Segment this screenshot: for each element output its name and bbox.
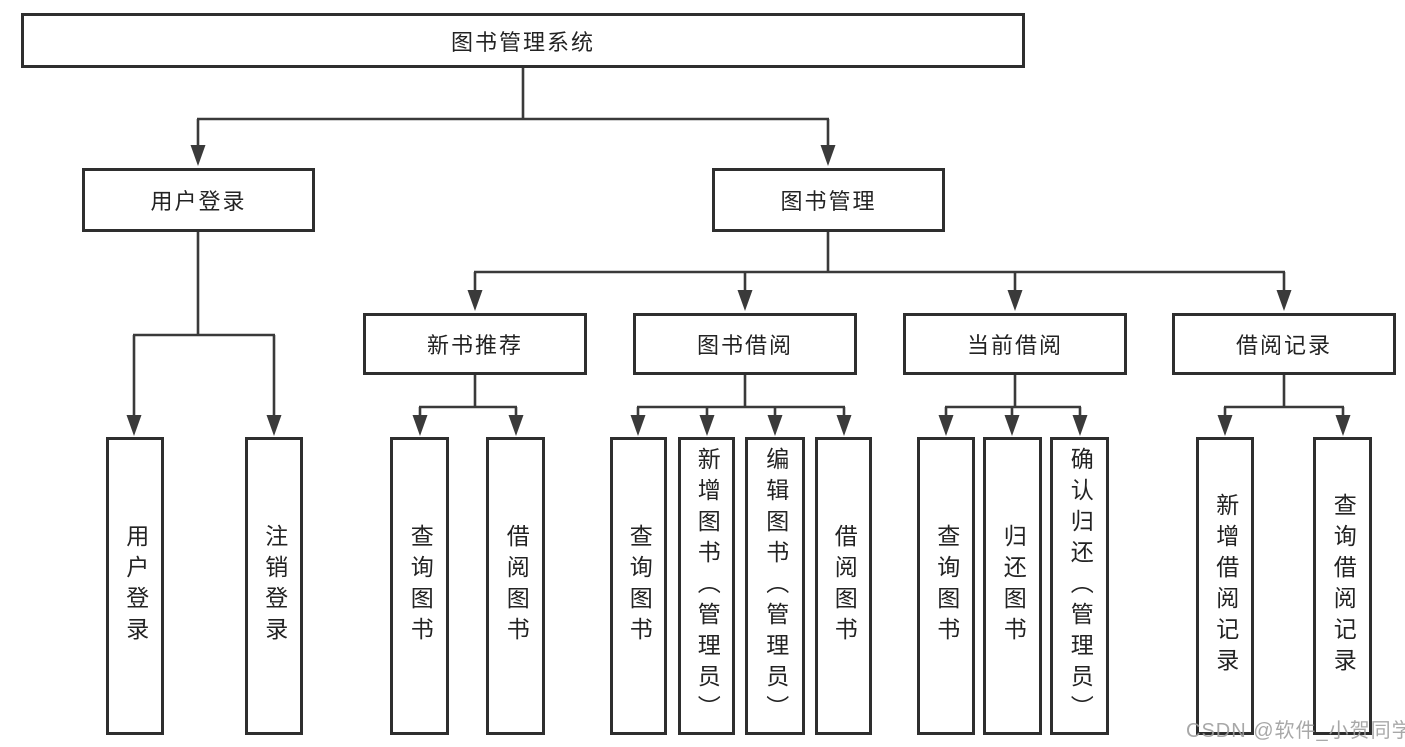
leaf-add-book-admin: 新增图书（管理员）: [678, 437, 735, 735]
node-label: 图书借阅: [696, 333, 793, 358]
node-root-library-system: 图书管理系统: [21, 13, 1025, 68]
node-label: 确认归还（管理员）: [1067, 446, 1094, 726]
node-label: 查询图书: [933, 524, 960, 648]
leaf-query-books-borrowing: 查询图书: [610, 437, 667, 735]
node-label: 新增图书（管理员）: [694, 446, 721, 726]
node-book-borrowing: 图书借阅: [633, 313, 857, 375]
node-label: 查询图书: [407, 524, 434, 648]
node-book-management: 图书管理: [712, 168, 945, 232]
node-user-login: 用户登录: [82, 168, 315, 232]
node-new-book-recommend: 新书推荐: [363, 313, 587, 375]
leaf-query-books-recommend: 查询图书: [390, 437, 449, 735]
leaf-user-login: 用户登录: [106, 437, 164, 735]
connector-arrowheads: [126, 145, 1351, 436]
node-label: 借阅图书: [503, 524, 530, 648]
leaf-return-books: 归还图书: [983, 437, 1042, 735]
node-label: 图书管理: [780, 189, 877, 214]
leaf-query-borrow-record: 查询借阅记录: [1313, 437, 1372, 735]
leaf-logout: 注销登录: [245, 437, 303, 735]
node-label: 查询图书: [626, 524, 653, 648]
node-label: 新增借阅记录: [1212, 493, 1239, 679]
node-label: 借阅记录: [1235, 333, 1332, 358]
node-label: 借阅图书: [831, 524, 858, 648]
node-label: 用户登录: [150, 189, 247, 214]
node-label: 注销登录: [261, 524, 288, 648]
csdn-watermark: CSDN @软件_小贺同学: [1186, 720, 1405, 742]
node-label: 查询借阅记录: [1330, 493, 1357, 679]
connector-segments: [132, 68, 1345, 418]
leaf-edit-book-admin: 编辑图书（管理员）: [745, 437, 805, 735]
node-label: 编辑图书（管理员）: [762, 446, 789, 726]
node-label: 新书推荐: [426, 333, 523, 358]
leaf-borrow-books-borrowing: 借阅图书: [815, 437, 872, 735]
leaf-query-books-current: 查询图书: [917, 437, 975, 735]
node-current-borrowing: 当前借阅: [903, 313, 1127, 375]
leaf-borrow-books-recommend: 借阅图书: [486, 437, 545, 735]
leaf-confirm-return-admin: 确认归还（管理员）: [1050, 437, 1109, 735]
node-borrowing-records: 借阅记录: [1172, 313, 1396, 375]
node-label: 归还图书: [1000, 524, 1027, 648]
node-label: 用户登录: [122, 524, 149, 648]
node-label: 当前借阅: [966, 333, 1063, 358]
node-label: 图书管理系统: [450, 29, 595, 55]
leaf-add-borrow-record: 新增借阅记录: [1196, 437, 1254, 735]
